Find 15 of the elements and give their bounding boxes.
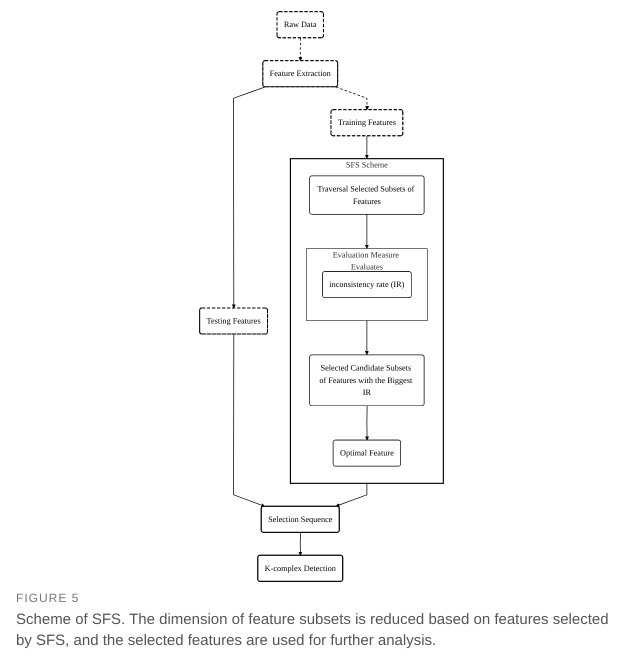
arrow	[298, 38, 302, 62]
cluster	[306, 248, 428, 321]
flowchart: Raw Data Feature Extraction Training Features SFS Scheme Traversal Selected Subsets of Features Evaluation Measure Evaluates inconsistency rate (IR) Selected Candidate Subsets of Features with the Biggest IR Optimal Feature Testing Features Selection Sequence K-complex Detection	[16, 8, 627, 585]
caption: Scheme of SFS. The dimension of feature subsets is reduced based on features selected by SFS, and the selected features are used for further analysis.	[16, 610, 610, 651]
arrow	[364, 320, 369, 356]
arrow	[336, 86, 370, 110]
arrow	[298, 532, 302, 556]
cluster	[290, 158, 444, 484]
arrow	[365, 406, 370, 440]
arrow	[364, 135, 369, 159]
arrow	[364, 214, 369, 249]
arrow	[233, 334, 266, 508]
figure-number: FIGURE 5	[16, 591, 80, 605]
arrow	[232, 86, 266, 308]
arrow	[336, 482, 368, 507]
